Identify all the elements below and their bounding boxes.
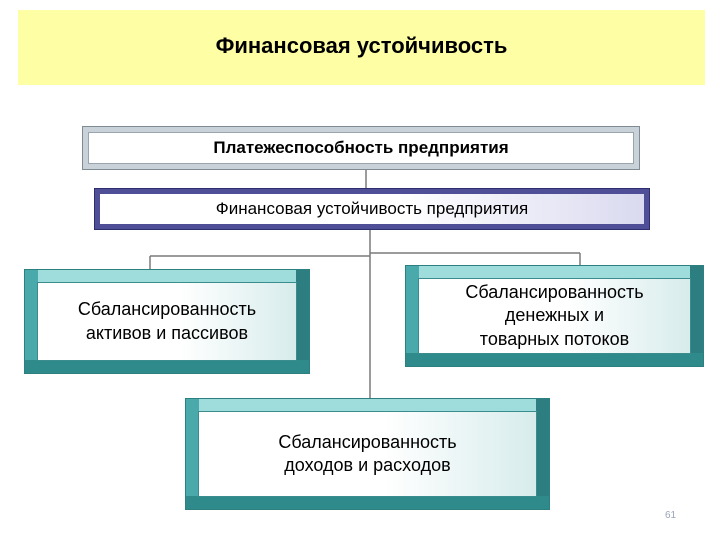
assets-liabilities-label: Сбалансированность активов и пассивов <box>77 299 257 343</box>
solvency-box: Платежеспособность предприятия <box>83 127 639 169</box>
stability-label: Финансовая устойчивость предприятия <box>215 199 529 218</box>
title-banner: Финансовая устойчивость <box>18 10 705 85</box>
page-title: Финансовая устойчивость <box>215 32 508 58</box>
cash-goods-label: Сбалансированность денежных и товарных п… <box>465 281 644 349</box>
page-number: 61 <box>665 510 677 521</box>
cash-goods-box: Сбалансированность денежных и товарных п… <box>406 266 703 366</box>
assets-liabilities-box: Сбалансированность активов и пассивов <box>25 270 309 373</box>
income-expenses-label: Сбалансированность доходов и расходов <box>278 431 457 475</box>
stability-box: Финансовая устойчивость предприятия <box>95 189 649 229</box>
solvency-label: Платежеспособность предприятия <box>213 138 509 157</box>
income-expenses-box: Сбалансированность доходов и расходов <box>186 399 549 509</box>
